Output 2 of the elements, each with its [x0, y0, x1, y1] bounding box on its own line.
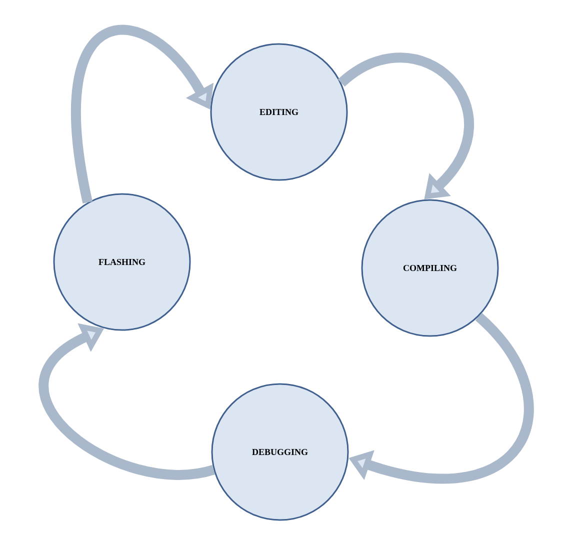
curved-arrow — [71, 24, 214, 204]
curved-arrow — [38, 323, 215, 480]
